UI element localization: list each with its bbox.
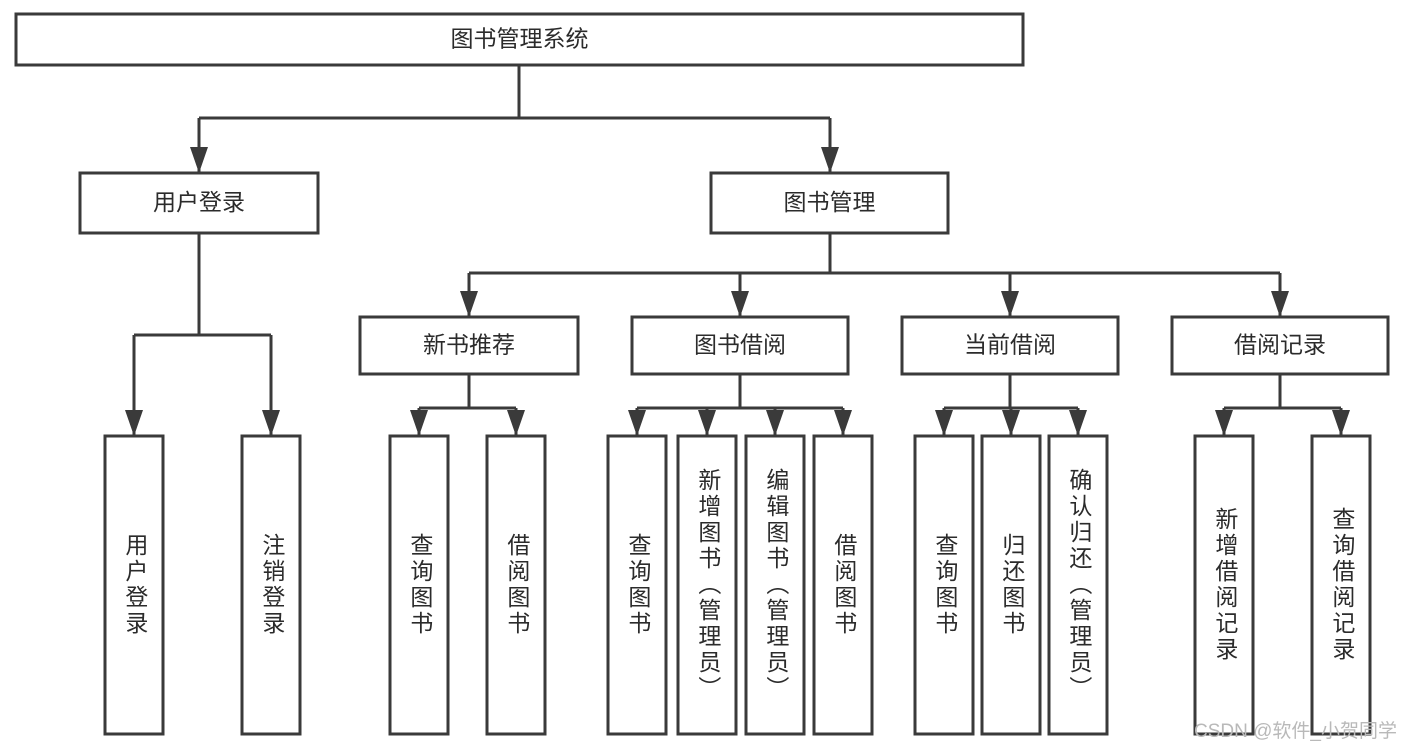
level1-node-box-1[interactable]: [709, 171, 950, 235]
level2-node-box-3[interactable]: [1170, 315, 1390, 376]
arrow-head-icon: [935, 410, 953, 436]
arrow-head-icon: [731, 291, 749, 317]
arrow-head-icon: [698, 410, 716, 436]
level2-node-label-2: 当前借阅: [964, 332, 1056, 358]
leaf-node-box-0[interactable]: [103, 434, 165, 736]
leaf-node-box-11[interactable]: [1193, 434, 1255, 736]
level2-node-label-3: 借阅记录: [1234, 332, 1326, 358]
arrow-head-icon: [190, 147, 208, 173]
arrow-head-icon: [821, 147, 839, 173]
arrow-head-icon: [834, 410, 852, 436]
arrow-head-icon: [766, 410, 784, 436]
leaf-node-box-9[interactable]: [980, 434, 1042, 736]
arrow-head-icon: [125, 410, 143, 436]
arrow-head-icon: [1271, 291, 1289, 317]
arrow-head-icon: [1001, 291, 1019, 317]
level2-node-box-2[interactable]: [900, 315, 1120, 376]
arrow-head-icon: [410, 410, 428, 436]
arrow-head-icon: [460, 291, 478, 317]
leaf-node-box-12[interactable]: [1310, 434, 1372, 736]
leaf-node-box-7[interactable]: [812, 434, 874, 736]
leaf-node-box-10[interactable]: [1047, 434, 1109, 736]
leaf-node-box-2[interactable]: [388, 434, 450, 736]
root-node-label: 图书管理系统: [451, 26, 589, 52]
boxes-layer: [14, 12, 1390, 736]
leaf-node-box-3[interactable]: [485, 434, 547, 736]
level1-node-box-0[interactable]: [78, 171, 320, 235]
leaf-node-box-8[interactable]: [913, 434, 975, 736]
level2-node-box-1[interactable]: [630, 315, 850, 376]
arrow-head-icon: [1069, 410, 1087, 436]
connectors-layer: [125, 65, 1350, 436]
leaf-node-box-1[interactable]: [240, 434, 302, 736]
level2-node-label-1: 图书借阅: [694, 332, 786, 358]
arrow-head-icon: [1332, 410, 1350, 436]
level1-node-label-1: 图书管理: [784, 189, 876, 215]
csdn-watermark: CSDN @软件_小贺同学: [1194, 721, 1397, 742]
level2-node-box-0[interactable]: [358, 315, 580, 376]
arrow-head-icon: [507, 410, 525, 436]
leaf-node-box-4[interactable]: [606, 434, 668, 736]
arrow-head-icon: [1002, 410, 1020, 436]
arrow-head-icon: [628, 410, 646, 436]
root-node-box[interactable]: [14, 12, 1025, 67]
leaf-node-box-6[interactable]: [744, 434, 806, 736]
level2-node-label-0: 新书推荐: [423, 332, 515, 358]
leaf-node-box-5[interactable]: [676, 434, 738, 736]
arrow-head-icon: [1215, 410, 1233, 436]
level1-node-label-0: 用户登录: [153, 189, 245, 215]
arrow-head-icon: [262, 410, 280, 436]
